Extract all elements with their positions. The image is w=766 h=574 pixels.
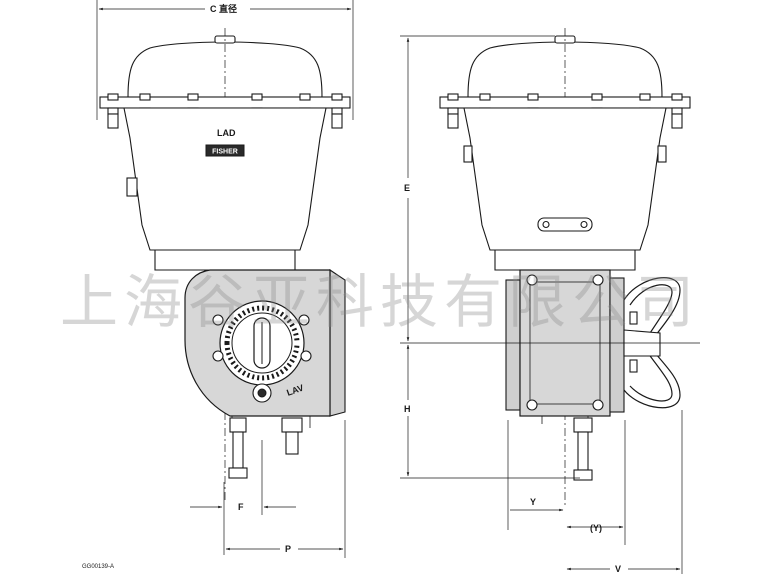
mounting-stud-left xyxy=(228,417,248,479)
casing-lug xyxy=(126,177,138,197)
brand-label: FISHER xyxy=(212,149,238,156)
cover-bolt xyxy=(592,399,604,411)
yoke-neck-side xyxy=(494,249,636,271)
cover-bolt xyxy=(526,399,538,411)
nameplate-slot xyxy=(537,217,593,232)
handle-clamp xyxy=(629,359,638,373)
lower-casing xyxy=(123,107,327,251)
mounting-stud-side xyxy=(573,417,593,481)
position-indicator xyxy=(219,300,305,386)
v-label: V xyxy=(615,564,621,574)
slot-screw xyxy=(542,220,550,229)
e-label: E xyxy=(404,183,410,193)
lad-label: LAD xyxy=(217,128,236,138)
y-label: Y xyxy=(530,497,536,507)
cover-bolt xyxy=(526,274,538,286)
c-diameter-label: C 直径 xyxy=(210,3,237,14)
housing-bolt xyxy=(212,314,224,326)
casing-clip xyxy=(657,145,667,163)
front-view: C 直径 LAD FISHER xyxy=(82,0,354,570)
cover-bolt xyxy=(592,274,604,286)
drawing-id: GG00139-A xyxy=(82,564,114,570)
f-label: F xyxy=(238,502,244,512)
lower-casing-side xyxy=(463,107,667,251)
flange-side xyxy=(439,96,691,109)
watermark: 上海谷亚科技有限公司 xyxy=(60,268,700,336)
brand-plate xyxy=(205,144,245,157)
casing-clip xyxy=(463,145,473,163)
handle-clamp xyxy=(629,311,638,325)
yoke-neck xyxy=(154,249,296,271)
slot-screw xyxy=(580,220,588,229)
h-label: H xyxy=(404,404,411,414)
p-label: P xyxy=(285,544,291,554)
y-paren-label: (Y) xyxy=(590,523,602,533)
housing-bolt xyxy=(298,314,310,326)
flange xyxy=(99,96,351,109)
mounting-stud-right xyxy=(281,417,303,455)
housing-plug-center xyxy=(257,388,267,398)
housing-bolt xyxy=(212,350,224,362)
side-view: E H Y (Y) V xyxy=(400,28,700,574)
housing-bolt xyxy=(300,350,312,362)
